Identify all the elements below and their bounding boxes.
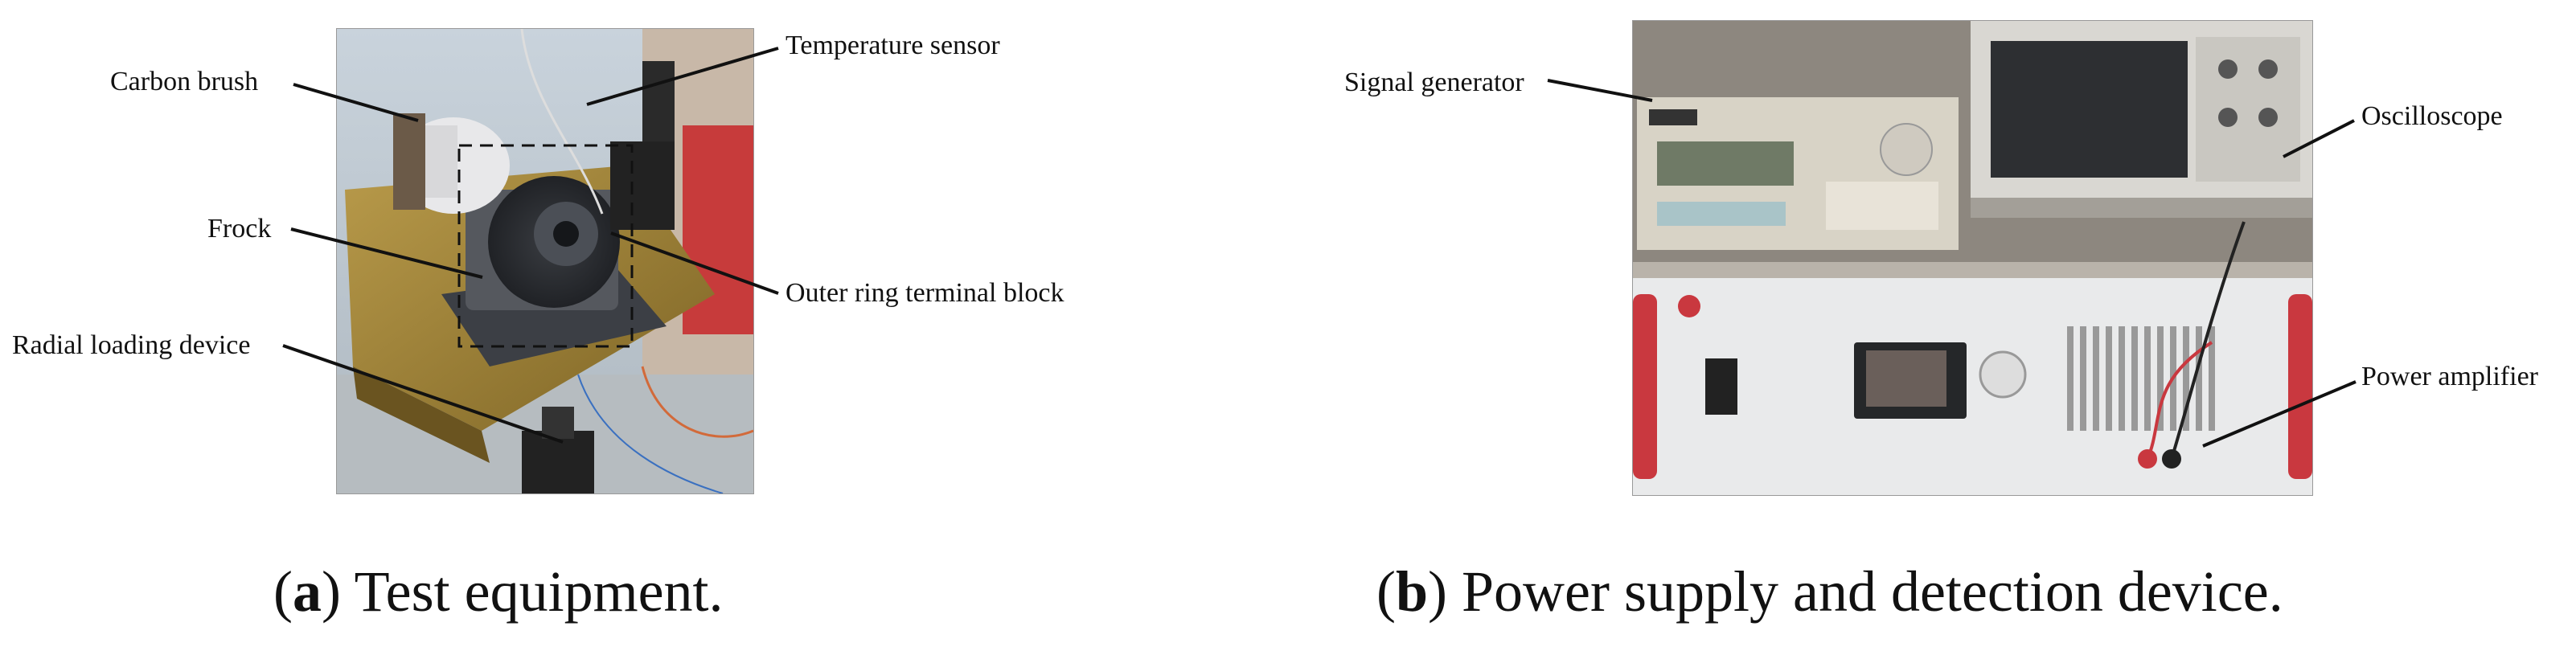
- temperature-sensor-label: Temperature sensor: [786, 31, 1000, 60]
- test-equipment-photo: [336, 28, 754, 494]
- signal-generator-label: Signal generator: [1344, 68, 1524, 97]
- frock-label: Frock: [207, 214, 272, 244]
- radial-loading-device-label: Radial loading device: [12, 330, 251, 360]
- caption-b-text: Power supply and detection device.: [1462, 559, 2283, 624]
- oscilloscope-label: Oscilloscope: [2361, 101, 2503, 131]
- caption-a: (a) Test equipment.: [273, 559, 724, 624]
- power-detection-photo: [1632, 20, 2313, 496]
- caption-a-letter: a: [292, 559, 322, 624]
- caption-b: (b) Power supply and detection device.: [1376, 559, 2283, 624]
- caption-b-letter: b: [1395, 559, 1429, 624]
- caption-a-text: Test equipment.: [354, 559, 724, 624]
- power-amplifier-label: Power amplifier: [2361, 362, 2538, 391]
- power-detection-illustration: [1633, 21, 2312, 495]
- test-equipment-illustration: [337, 29, 753, 493]
- carbon-brush-label: Carbon brush: [110, 67, 259, 96]
- outer-ring-terminal-block-label: Outer ring terminal block: [786, 278, 1064, 308]
